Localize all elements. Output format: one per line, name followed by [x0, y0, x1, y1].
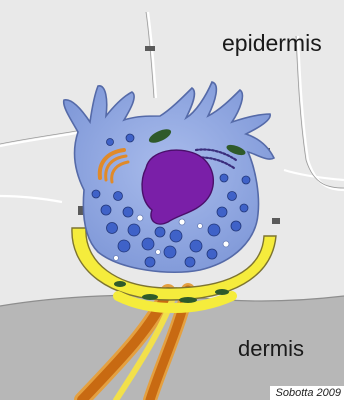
source-credit: Sobotta 2009 — [270, 386, 344, 400]
label-dermis: dermis — [238, 336, 304, 362]
label-epidermis: epidermis — [222, 30, 322, 57]
